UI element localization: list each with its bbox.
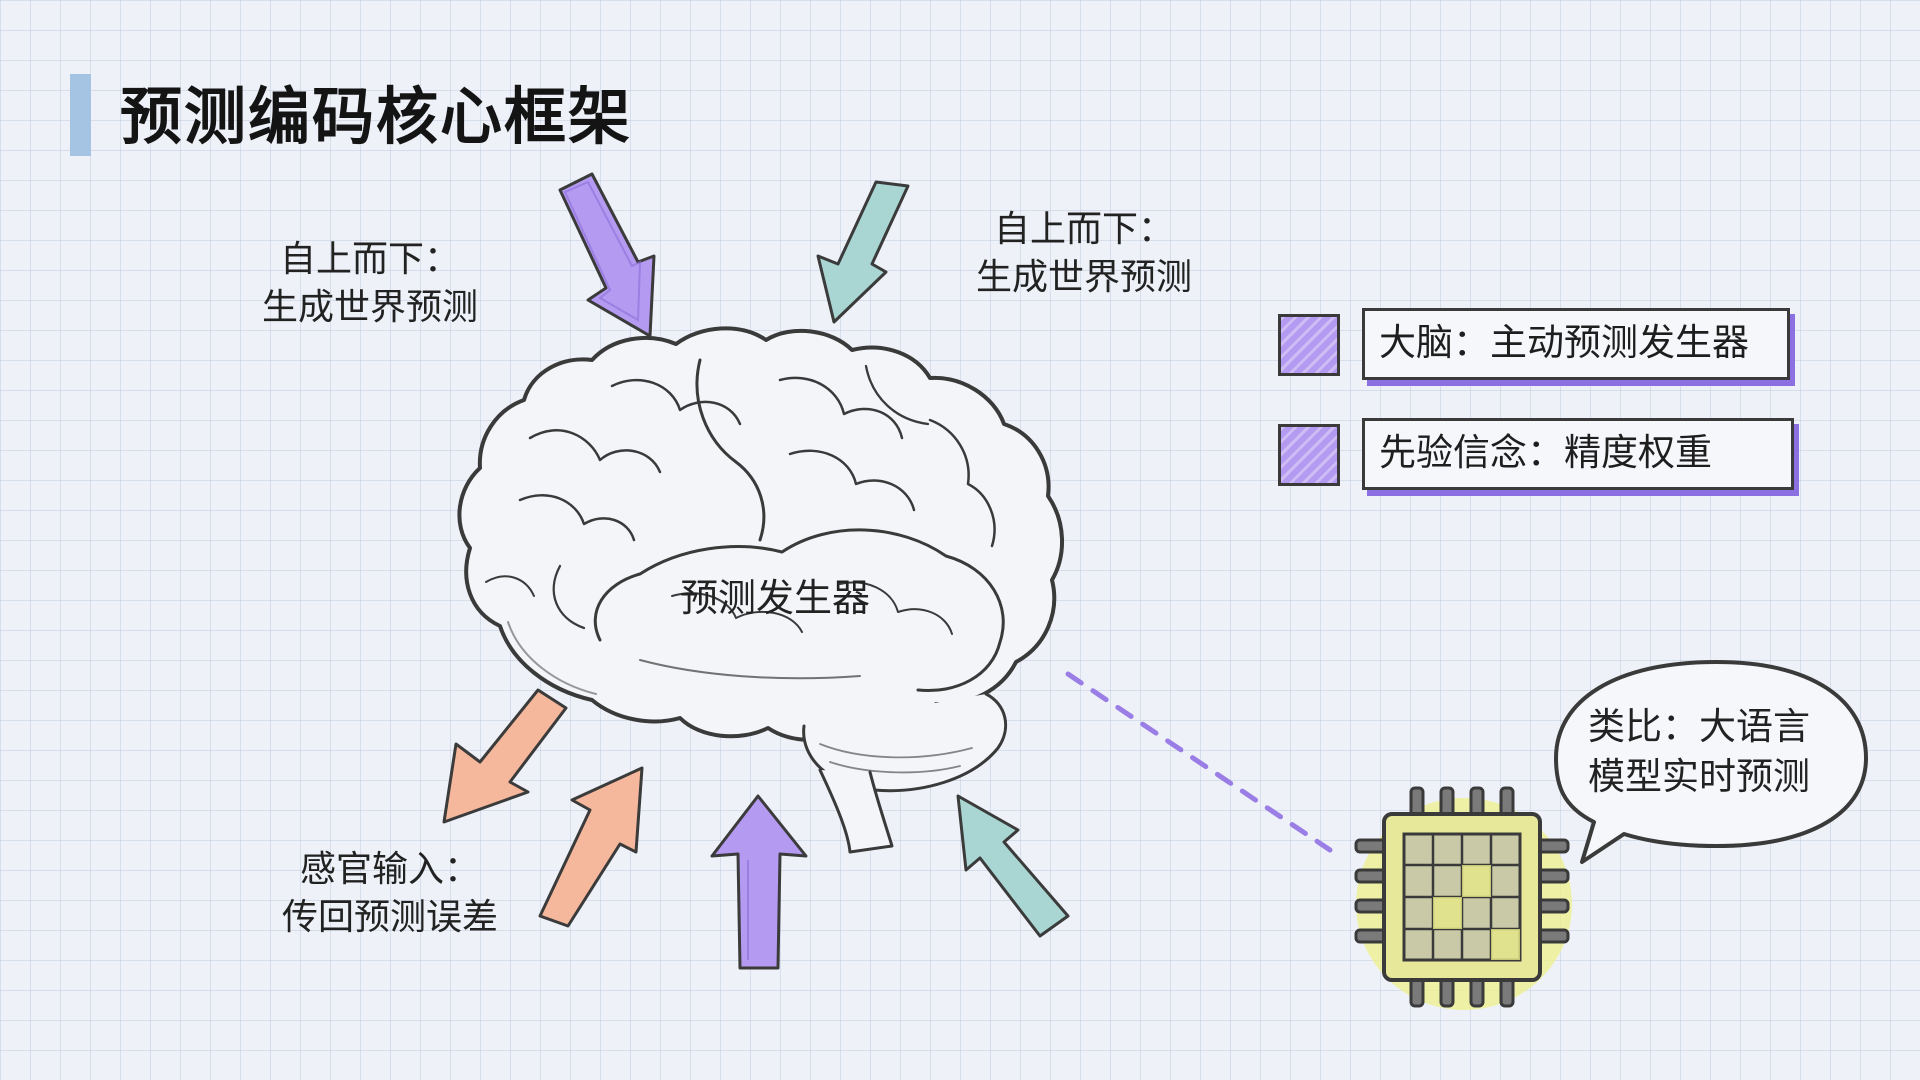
top-right-label-line1: 自上而下： (994, 209, 1175, 250)
bottom-orange-down-left-arrow-icon (442, 688, 568, 824)
top-right-label: 自上而下： 生成世界预测 (976, 206, 1192, 302)
top-left-label: 自上而下： 生成世界预测 (262, 236, 478, 332)
bottom-purple-up-arrow-icon (710, 794, 808, 970)
page-title: 预测编码核心框架 (120, 80, 633, 153)
top-left-label-line2: 生成世界预测 (262, 287, 479, 328)
top-left-down-arrow-icon (558, 172, 656, 338)
analogy-bubble-text: 类比：大语言 模型实时预测 (1588, 702, 1810, 802)
legend-label-brain: 大脑：主动预测发生器 (1379, 321, 1749, 364)
legend-swatch-brain (1278, 314, 1340, 376)
legend-label-prior: 先验信念：精度权重 (1379, 431, 1712, 474)
analogy-speech-bubble (1554, 660, 1868, 864)
brain-to-chip-dashed-connector (1065, 671, 1333, 853)
legend-swatch-prior (1278, 424, 1340, 486)
brain-label: 预测发生器 (680, 576, 871, 620)
bottom-left-label-line1: 感官输入： (300, 849, 481, 890)
top-right-label-line2: 生成世界预测 (976, 257, 1193, 298)
title-accent-bar (70, 74, 91, 156)
top-left-label-line1: 自上而下： (280, 239, 461, 280)
chip-icon (1354, 786, 1572, 1010)
legend-item-prior: 先验信念：精度权重 (1362, 418, 1794, 490)
bottom-orange-up-right-arrow-icon (538, 766, 644, 928)
legend-item-brain: 大脑：主动预测发生器 (1362, 308, 1790, 380)
bottom-left-label-line2: 传回预测误差 (282, 897, 499, 938)
brain-icon (457, 326, 1064, 854)
bottom-left-label: 感官输入： 传回预测误差 (282, 846, 498, 942)
bottom-teal-up-left-arrow-icon (956, 794, 1070, 938)
top-right-down-arrow-icon (816, 180, 910, 324)
analogy-bubble-line2: 模型实时预测 (1588, 755, 1810, 798)
analogy-bubble-line1: 类比：大语言 (1588, 705, 1810, 748)
